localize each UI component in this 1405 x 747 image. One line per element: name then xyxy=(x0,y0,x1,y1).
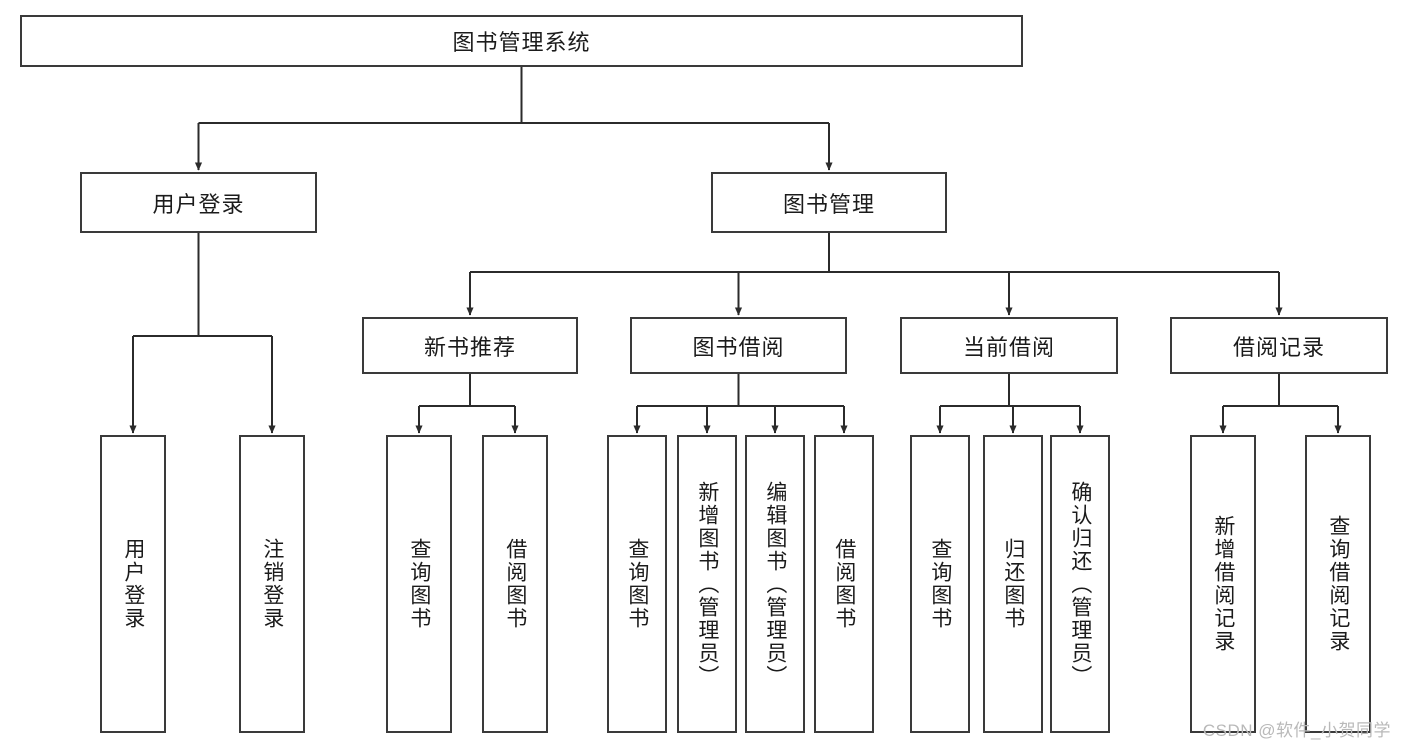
node-label: 图书管理 xyxy=(782,191,875,217)
node-leaf-rec-add[interactable]: 新增借阅记录 xyxy=(1190,435,1256,733)
edge-group xyxy=(129,67,1342,434)
node-leaf-cur-confirm[interactable]: 确认归还（管理员） xyxy=(1050,435,1110,733)
node-label: 归还图书 xyxy=(1001,538,1025,630)
node-label: 图书管理系统 xyxy=(452,30,591,55)
node-label: 借阅图书 xyxy=(503,538,527,630)
node-borrow[interactable]: 图书借阅 xyxy=(630,317,847,374)
node-leaf-cur-return[interactable]: 归还图书 xyxy=(983,435,1043,733)
node-label: 查询图书 xyxy=(625,538,649,630)
node-leaf-nb-borrow[interactable]: 借阅图书 xyxy=(482,435,548,733)
node-leaf-bw-add[interactable]: 新增图书（管理员） xyxy=(677,435,737,733)
node-label: 查询图书 xyxy=(407,538,431,630)
node-leaf-rec-query[interactable]: 查询借阅记录 xyxy=(1305,435,1371,733)
node-label: 用户登录 xyxy=(121,538,145,630)
node-newbook[interactable]: 新书推荐 xyxy=(362,317,578,374)
node-label: 确认归还（管理员） xyxy=(1068,480,1092,688)
node-records[interactable]: 借阅记录 xyxy=(1170,317,1388,374)
node-label: 注销登录 xyxy=(260,538,284,630)
node-label: 借阅图书 xyxy=(832,538,856,630)
node-label: 新书推荐 xyxy=(423,334,516,360)
node-leaf-cur-query[interactable]: 查询图书 xyxy=(910,435,970,733)
node-leaf-bw-query[interactable]: 查询图书 xyxy=(607,435,667,733)
node-leaf-user-logout[interactable]: 注销登录 xyxy=(239,435,305,733)
node-leaf-bw-borrow[interactable]: 借阅图书 xyxy=(814,435,874,733)
node-root[interactable]: 图书管理系统 xyxy=(20,15,1023,67)
node-label: 新增图书（管理员） xyxy=(695,480,719,688)
node-label: 编辑图书（管理员） xyxy=(763,480,787,688)
node-current[interactable]: 当前借阅 xyxy=(900,317,1118,374)
node-leaf-user-login[interactable]: 用户登录 xyxy=(100,435,166,733)
node-label: 查询图书 xyxy=(928,538,952,630)
node-label: 新增借阅记录 xyxy=(1211,515,1235,653)
node-bookmgmt[interactable]: 图书管理 xyxy=(711,172,947,233)
node-label: 借阅记录 xyxy=(1232,334,1325,360)
node-leaf-bw-edit[interactable]: 编辑图书（管理员） xyxy=(745,435,805,733)
node-login[interactable]: 用户登录 xyxy=(80,172,317,233)
node-label: 用户登录 xyxy=(152,191,245,217)
node-label: 查询借阅记录 xyxy=(1326,515,1350,653)
node-leaf-nb-query[interactable]: 查询图书 xyxy=(386,435,452,733)
node-label: 图书借阅 xyxy=(692,334,785,360)
node-label: 当前借阅 xyxy=(962,334,1055,360)
